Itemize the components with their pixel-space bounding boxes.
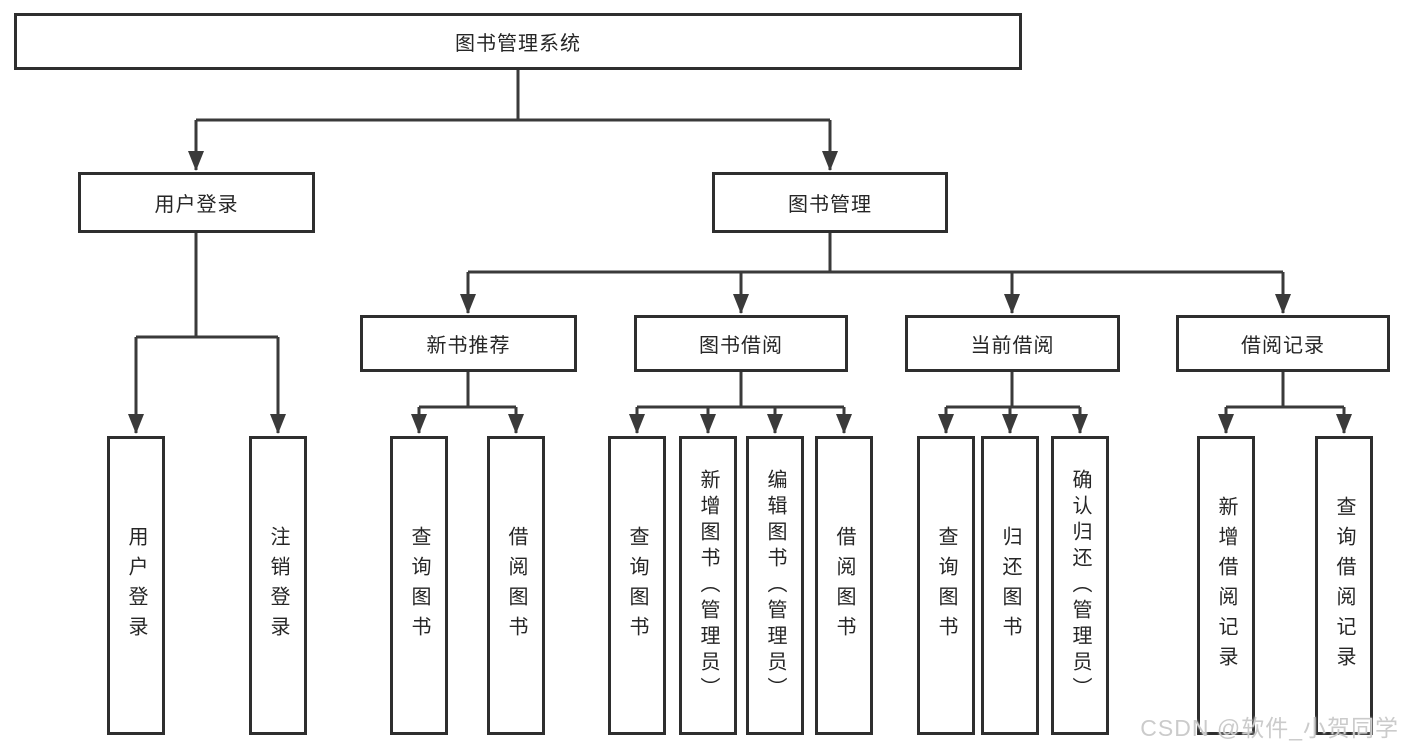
watermark: CSDN @软件_小贺同学 (1140, 715, 1399, 741)
leaf-user-login: 用户登录 (107, 436, 165, 735)
leaf-cb-confirm-return-admin: 确认归还（管理员） (1051, 436, 1109, 735)
node-current-borrow: 当前借阅 (905, 315, 1120, 372)
leaf-br-query-record: 查询借阅记录 (1315, 436, 1373, 735)
leaf-nbr-borrow-book: 借阅图书 (487, 436, 545, 735)
leaf-bb-add-book-admin: 新增图书（管理员） (679, 436, 737, 735)
leaf-logout-login: 注销登录 (249, 436, 307, 735)
node-user-login: 用户登录 (78, 172, 315, 233)
node-library-system: 图书管理系统 (14, 13, 1022, 70)
leaf-cb-query-book: 查询图书 (917, 436, 975, 735)
leaf-bb-borrow-book: 借阅图书 (815, 436, 873, 735)
node-book-borrow: 图书借阅 (634, 315, 848, 372)
leaf-bb-edit-book-admin: 编辑图书（管理员） (746, 436, 804, 735)
leaf-nbr-query-book: 查询图书 (390, 436, 448, 735)
node-new-book-recommend: 新书推荐 (360, 315, 577, 372)
node-borrow-records: 借阅记录 (1176, 315, 1390, 372)
leaf-br-add-record: 新增借阅记录 (1197, 436, 1255, 735)
leaf-cb-return-book: 归还图书 (981, 436, 1039, 735)
leaf-bb-query-book: 查询图书 (608, 436, 666, 735)
node-book-management: 图书管理 (712, 172, 948, 233)
